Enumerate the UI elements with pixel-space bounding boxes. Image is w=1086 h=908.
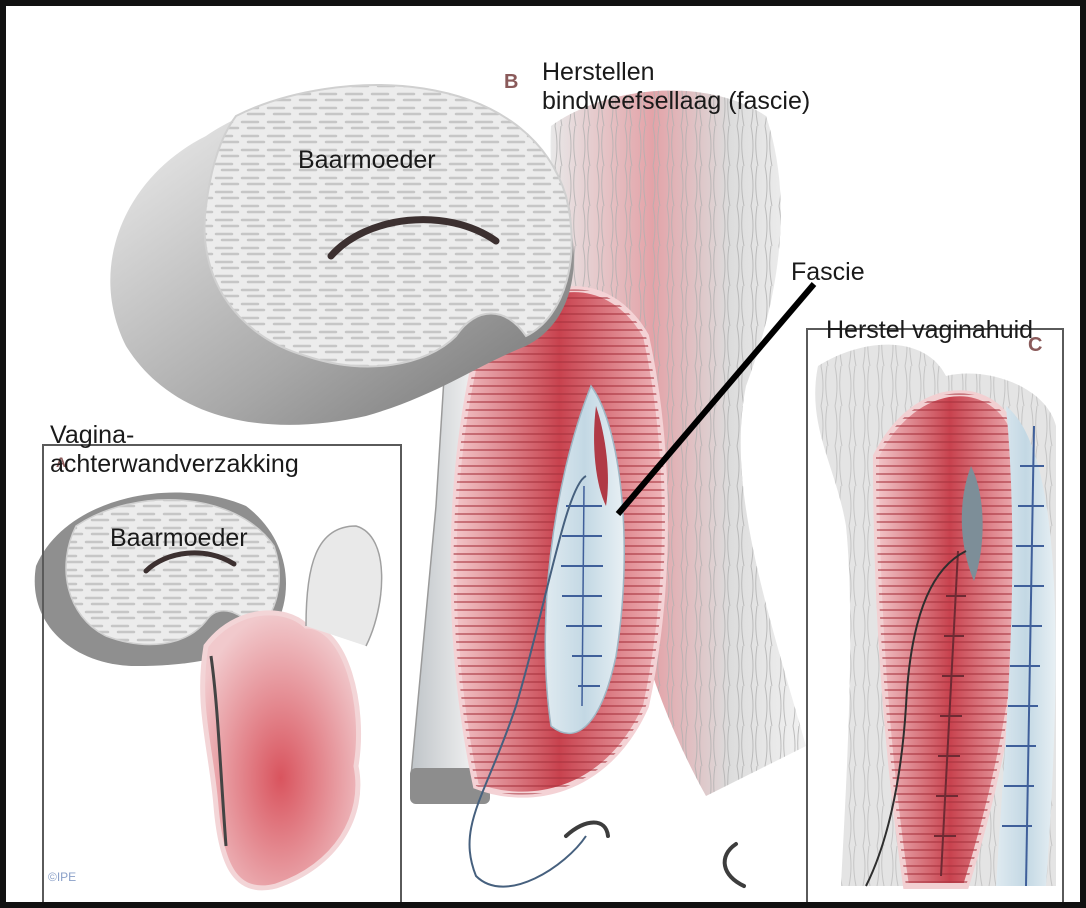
label-herstellen: Herstellen bindweefsellaag (fascie)	[542, 58, 810, 116]
inset-a-frame	[42, 444, 402, 908]
label-herstellen-line1: Herstellen	[542, 58, 810, 87]
label-baarmoeder-main: Baarmoeder	[298, 146, 436, 175]
label-herstel-vaginahuid: Herstel vaginahuid	[826, 316, 1033, 345]
label-baarmoeder-inset: Baarmoeder	[110, 524, 248, 553]
label-herstellen-line2: bindweefsellaag (fascie)	[542, 87, 810, 116]
label-vagina-line1: Vagina-	[50, 421, 299, 450]
label-fascie: Fascie	[791, 258, 865, 287]
inset-c-frame	[806, 328, 1064, 908]
panel-letter-b: B	[504, 71, 518, 94]
label-vagina-achterwandverzakking: Vagina- achterwandverzakking	[50, 421, 299, 479]
label-vagina-line2: achterwandverzakking	[50, 450, 299, 479]
